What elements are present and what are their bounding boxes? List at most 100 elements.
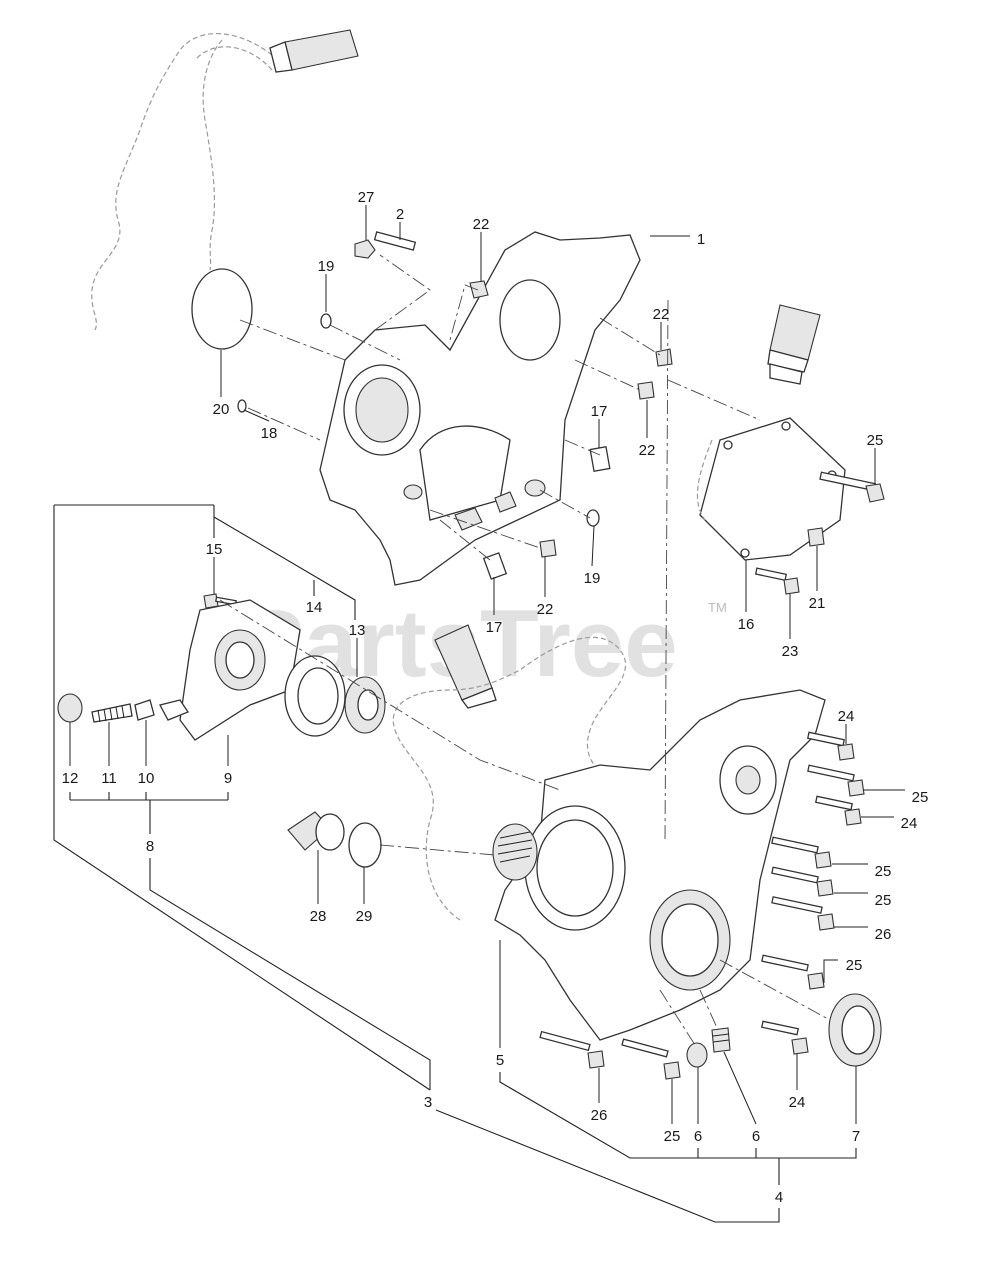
- plug-12: [57, 693, 83, 723]
- centerline-o19: [329, 324, 401, 361]
- callout-c19a: 19: [318, 258, 335, 275]
- centerline-dowel17b: [439, 519, 491, 561]
- callout-c22d: 22: [537, 601, 554, 618]
- brackets: [53, 504, 857, 1223]
- callout-c24b: 24: [901, 815, 918, 832]
- callout-c4: 4: [775, 1189, 783, 1206]
- callout-c24c: 24: [789, 1094, 806, 1111]
- stud-bolt-2: [373, 231, 417, 251]
- inner-rotor-13: [344, 676, 386, 734]
- bolt-22-a: [469, 280, 489, 299]
- dowel-pin-17-upper: [589, 446, 611, 472]
- sealant-tube-middle: [434, 624, 497, 709]
- callout-c6b: 6: [752, 1128, 760, 1145]
- phantom-sealant-bead-upper: [91, 32, 273, 331]
- callout-c22b: 22: [653, 306, 670, 323]
- callout-c23: 23: [782, 643, 799, 660]
- callout-c26a: 26: [875, 926, 892, 943]
- bolt-22-b: [655, 348, 673, 367]
- callout-c7: 7: [852, 1128, 860, 1145]
- callout-c15: 15: [206, 541, 223, 558]
- callout-c17b: 17: [486, 619, 503, 636]
- callout-c20: 20: [213, 401, 230, 418]
- o-ring-29: [348, 822, 382, 868]
- o-ring-19-upper: [320, 313, 332, 329]
- callout-c2: 2: [396, 206, 404, 223]
- centerline-plugs: [659, 989, 719, 1046]
- bolt-23: [754, 567, 800, 595]
- lower-timing-case-5: [494, 689, 826, 1041]
- callout-c28: 28: [310, 908, 327, 925]
- centerline-vertical: [664, 299, 669, 841]
- callout-c16: 16: [738, 616, 755, 633]
- callout-c9: 9: [224, 770, 232, 787]
- bolt-25-cover: [819, 471, 885, 503]
- centerline-stud: [374, 254, 431, 331]
- spring-11: [91, 703, 133, 723]
- callout-c12: 12: [62, 770, 79, 787]
- callout-c14: 14: [306, 599, 323, 616]
- callout-c10: 10: [138, 770, 155, 787]
- callout-c6a: 6: [694, 1128, 702, 1145]
- cover-plate-16: [696, 417, 846, 561]
- callout-c5: 5: [496, 1052, 504, 1069]
- sealant-tube-right: [767, 304, 821, 385]
- callout-c21: 21: [809, 595, 826, 612]
- upper-timing-case-1: [319, 231, 641, 586]
- centerline-o19b: [539, 489, 591, 519]
- bolts-right-side: [760, 731, 865, 1055]
- bolt-22-c: [637, 381, 655, 400]
- callout-c25c: 25: [875, 863, 892, 880]
- leader-lines: [69, 205, 905, 1125]
- callout-c8: 8: [146, 838, 154, 855]
- callout-c25f: 25: [664, 1128, 681, 1145]
- callout-c25d: 25: [875, 892, 892, 909]
- centerline-bolt22c: [574, 359, 641, 391]
- centerline-seal: [719, 959, 831, 1021]
- sealant-tube-top: [269, 29, 359, 73]
- callout-c27: 27: [358, 189, 375, 206]
- pump-cover-9: [179, 599, 301, 741]
- nut-27: [354, 239, 376, 259]
- callout-c22a: 22: [473, 216, 490, 233]
- centerline-pump: [219, 599, 561, 791]
- bolt-22-d: [539, 539, 557, 558]
- callout-c29: 29: [356, 908, 373, 925]
- callout-c26b: 26: [591, 1107, 608, 1124]
- bolt-21: [807, 527, 825, 547]
- o-ring-19-lower: [586, 509, 600, 527]
- callout-c25b: 25: [912, 789, 929, 806]
- centerline-bolt22a: [449, 284, 479, 341]
- centerline-oring20: [239, 319, 346, 361]
- centerline-o18: [247, 407, 321, 441]
- watermark-tm: TM: [708, 600, 727, 615]
- phantom-sealant-bead-lower: [392, 636, 663, 921]
- centerline-bolt22b: [599, 317, 661, 356]
- o-ring-18: [237, 399, 247, 413]
- callout-c25a: 25: [867, 432, 884, 449]
- callout-c13: 13: [349, 622, 366, 639]
- callout-c17a: 17: [591, 403, 608, 420]
- callout-c24a: 24: [838, 708, 855, 725]
- o-ring-20: [191, 268, 253, 350]
- plug-6-right: [711, 1027, 731, 1053]
- centerline-cap: [379, 844, 496, 856]
- centerline-cover: [667, 379, 761, 421]
- bolts-bottom: [539, 1030, 681, 1080]
- centerline-bolt22d: [429, 509, 541, 549]
- callout-c3: 3: [424, 1094, 432, 1111]
- oil-seal-7: [828, 993, 882, 1067]
- oil-filler-neck: [492, 823, 538, 881]
- dowel-pin-17-lower: [482, 552, 508, 580]
- callout-c11: 11: [101, 770, 117, 787]
- callout-c19b: 19: [584, 570, 601, 587]
- plug-6-left: [686, 1042, 708, 1068]
- callout-c25e: 25: [846, 957, 863, 974]
- callout-c1: 1: [697, 231, 705, 248]
- callout-c18: 18: [261, 425, 278, 442]
- relief-valve-body-10: [134, 699, 189, 721]
- oil-filler-cap-28: [287, 811, 345, 851]
- callout-c22c: 22: [639, 442, 656, 459]
